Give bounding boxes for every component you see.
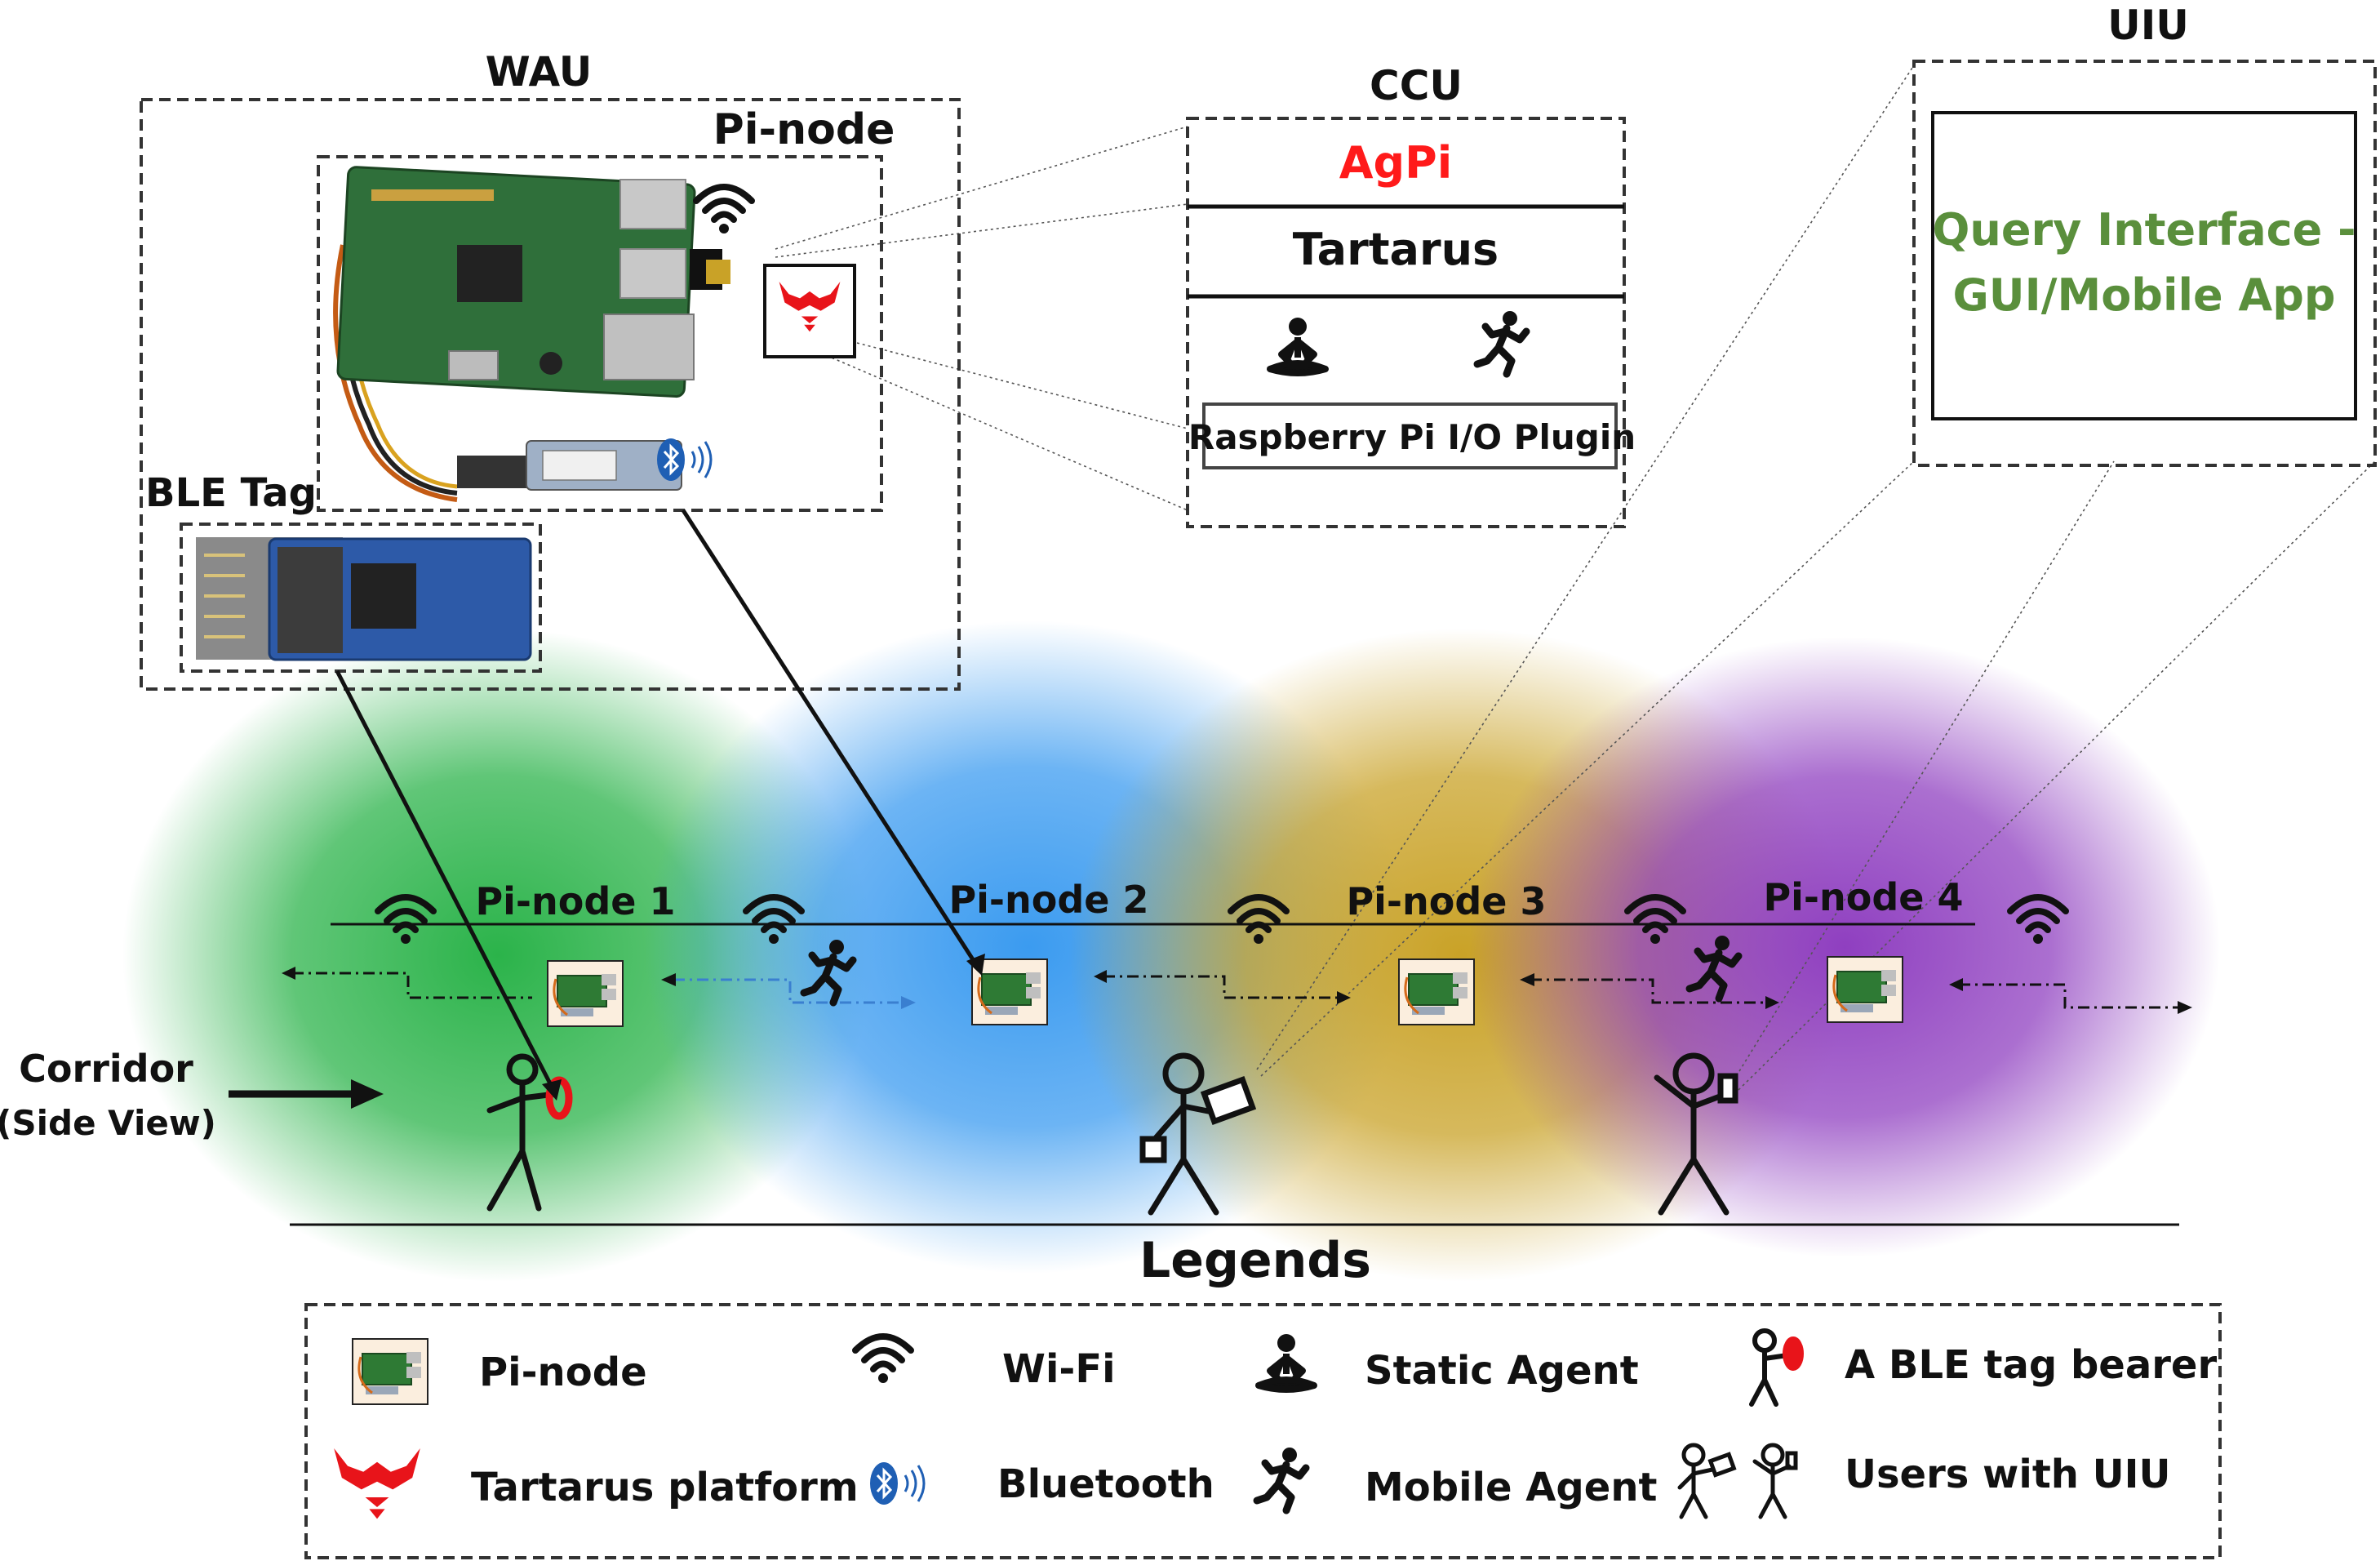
legend-frame [304, 1303, 2222, 1559]
zone-1 [122, 629, 873, 1282]
legend-tartarus: Tartarus platform [471, 1465, 859, 1510]
wau-block: WAU Pi-node [140, 48, 961, 691]
mobile-agent-icon [1477, 311, 1526, 374]
legend-mobile-agent: Mobile Agent [1365, 1465, 1657, 1510]
pinode-2-label: Pi-node 2 [948, 878, 1148, 922]
legend-bluetooth: Bluetooth [997, 1461, 1214, 1507]
ccu-title: CCU [1370, 62, 1463, 109]
corridor-label: Corridor [19, 1047, 193, 1091]
raspberry-pi-image [333, 166, 730, 502]
legend-ble-bearer-icon [1749, 1328, 1804, 1407]
query-box [1931, 111, 2357, 420]
ble-tag-image [196, 537, 532, 661]
agpi-layer: AgPi [1339, 137, 1453, 189]
tartarus-layer: Tartarus [1293, 224, 1499, 275]
pinode-4-label: Pi-node 4 [1763, 875, 1963, 919]
pinode-2-board [970, 958, 1049, 1026]
wau-title: WAU [486, 48, 593, 96]
legend-ble-bearer: A BLE tag bearer [1845, 1342, 2217, 1388]
ble-tag-bearer [486, 1053, 573, 1212]
corridor: Corridor (Side View) Pi-node 1 Pi-node 2… [0, 875, 2192, 1226]
solid-arrows [335, 509, 985, 1101]
wifi-icon [696, 187, 752, 233]
query-line-1: Query Interface - [1933, 204, 2356, 256]
query-line-2: GUI/Mobile App [1952, 269, 2335, 321]
user-with-laptop [1139, 1052, 1257, 1216]
uiu-frame [1912, 60, 2377, 467]
legend-title: Legends [1139, 1232, 1371, 1289]
zone-4 [1469, 637, 2220, 1257]
bluetooth-icon [655, 437, 713, 483]
pinode-title: Pi-node [713, 105, 895, 154]
legend-static-agent: Static Agent [1365, 1348, 1639, 1394]
link-arrows [292, 972, 2179, 1009]
ccu-frame [1186, 117, 1626, 528]
pinode-1-board [546, 959, 624, 1028]
pinode-3-board [1397, 958, 1476, 1026]
legend-pinode-icon [351, 1337, 429, 1406]
uiu-block: UIU Query Interface - GUI/Mobile App [1912, 2, 2377, 467]
legend: Legends Pi-node Wi-Fi Static Agent A BLE… [304, 1232, 2222, 1559]
legend-wifi: Wi-Fi [1002, 1346, 1116, 1392]
legend-pinode: Pi-node [479, 1350, 647, 1395]
static-agent-icon [1270, 318, 1325, 373]
ble-tag-title: BLE Tag [145, 470, 317, 516]
user-with-phone [1654, 1052, 1738, 1216]
plugin-layer: Raspberry Pi I/O Plugin [1188, 417, 1636, 457]
tartarus-box-icon [763, 264, 856, 358]
pinode-frame [317, 155, 883, 512]
corridor-sublabel: (Side View) [0, 1103, 216, 1143]
uiu-title: UIU [2107, 2, 2189, 49]
ccu-block: CCU AgPi Tartarus Raspberry Pi I/O Plugi… [1186, 62, 1636, 528]
pinode-4-board [1826, 955, 1904, 1024]
pinode-1-label: Pi-node 1 [475, 879, 675, 923]
plugin-box [1202, 402, 1618, 469]
wau-frame [140, 98, 961, 691]
ble-tag-frame [180, 523, 542, 673]
pinode-3-label: Pi-node 3 [1346, 879, 1546, 923]
legend-users-uiu-icon [1677, 1443, 1798, 1519]
legend-users-uiu: Users with UIU [1845, 1452, 2171, 1497]
